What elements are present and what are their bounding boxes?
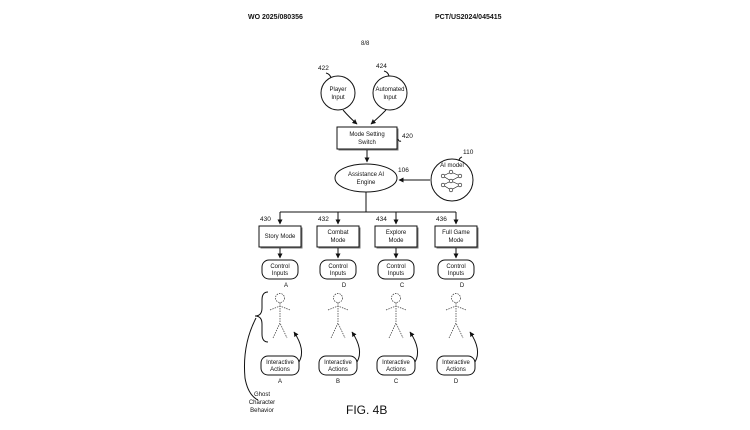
arrow-player-to-switch: [342, 109, 358, 125]
control-inputs-line2: Inputs: [448, 271, 464, 277]
engine-line1: Assistance AI: [348, 172, 384, 178]
control-inputs-line2: Inputs: [330, 271, 346, 277]
figure-label: FIG. 4B: [346, 403, 387, 417]
ghost-character-figure: [269, 293, 291, 339]
mode-ref: 430: [260, 216, 271, 223]
ai-model-node: AI model 110: [430, 149, 474, 202]
automated-input-leader: [383, 70, 390, 77]
mode-name-line2: Mode: [330, 238, 346, 244]
control-inputs-line2: Inputs: [272, 271, 288, 277]
publication-number: WO 2025/080356: [248, 14, 303, 21]
ai-model-ref: 110: [463, 149, 474, 156]
mode-name-line1: Full Game: [442, 230, 470, 236]
mode-box: [258, 225, 302, 248]
interactive-actions-box: [436, 355, 476, 376]
sheet-number: 8/8: [361, 41, 370, 47]
ai-model-leader: [458, 156, 463, 162]
control-inputs-letter: D: [460, 283, 465, 289]
switch-ref: 420: [402, 133, 413, 140]
ai-model-label: AI model: [440, 163, 464, 169]
engine-ref: 106: [398, 167, 409, 174]
mode-setting-switch-node: Mode Setting Switch 420: [336, 126, 413, 151]
interactive-actions-letter: B: [336, 379, 340, 385]
interactive-actions-line1: Interactive: [382, 360, 410, 366]
neural-network-icon: [440, 169, 463, 193]
arrow-actions-to-figure: [351, 331, 361, 363]
control-inputs-line1: Control: [270, 264, 289, 270]
automated-input-line2: Input: [383, 95, 397, 101]
player-input-node: Player Input 422: [318, 65, 356, 111]
mode-ref: 436: [436, 216, 447, 223]
control-inputs-line2: Inputs: [388, 271, 404, 277]
ghost-character-figure: [385, 293, 407, 339]
mode-box: [316, 225, 360, 248]
interactive-actions-line1: Interactive: [442, 360, 470, 366]
engine-line2: Engine: [357, 180, 376, 186]
control-inputs-letter: A: [284, 283, 288, 289]
control-inputs-box: [319, 259, 357, 280]
interactive-actions-line2: Actions: [386, 367, 406, 373]
ghost-leader: [244, 317, 259, 401]
control-inputs-box: [437, 259, 475, 280]
application-number: PCT/US2024/045415: [435, 14, 502, 21]
interactive-actions-box: [376, 355, 416, 376]
interactive-actions-box: [260, 355, 300, 376]
interactive-actions-letter: A: [278, 379, 282, 385]
player-input-ref: 422: [318, 65, 329, 72]
interactive-actions-line2: Actions: [270, 367, 290, 373]
switch-leader: [397, 138, 402, 142]
control-inputs-line1: Control: [328, 264, 347, 270]
mode-ref: 432: [318, 216, 329, 223]
arrow-automated-to-switch: [370, 109, 387, 125]
ghost-character-figure: [445, 293, 467, 339]
interactive-actions-line1: Interactive: [266, 360, 294, 366]
automated-input-node: Automated Input 424: [372, 63, 408, 111]
switch-line1: Mode Setting: [349, 132, 384, 138]
player-input-line1: Player: [329, 87, 346, 93]
control-inputs-box: [261, 259, 299, 280]
player-input-line2: Input: [331, 95, 345, 101]
automated-input-line1: Automated: [375, 87, 404, 93]
interactive-actions-line2: Actions: [328, 367, 348, 373]
arrow-actions-to-figure: [293, 331, 303, 363]
interactive-actions-letter: C: [394, 379, 399, 385]
interactive-actions-box: [318, 355, 358, 376]
switch-line2: Switch: [358, 140, 376, 146]
mode-name-line2: Mode: [388, 238, 404, 244]
control-inputs-box: [377, 259, 415, 280]
mode-name-line1: Combat: [327, 230, 348, 236]
ghost-line2: Character: [249, 400, 275, 406]
control-inputs-letter: D: [342, 283, 347, 289]
automated-input-ref: 424: [376, 63, 387, 70]
mode-box: [434, 225, 478, 248]
ghost-line3: Behavior: [250, 408, 274, 414]
control-inputs-line1: Control: [386, 264, 405, 270]
interactive-actions-letter: D: [454, 379, 459, 385]
mode-columns: Story Mode430ControlInputsAInteractiveAc…: [258, 212, 479, 385]
mode-name-line1: Story Mode: [265, 234, 296, 240]
arrow-actions-to-figure: [409, 331, 419, 363]
distribution-lines: [280, 192, 456, 213]
mode-ref: 434: [376, 216, 387, 223]
mode-name-line2: Mode: [448, 238, 464, 244]
ghost-character-bracket: Ghost Character Behavior: [244, 291, 275, 414]
control-inputs-line1: Control: [446, 264, 465, 270]
ghost-character-figure: [327, 293, 349, 339]
mode-box: [374, 225, 418, 248]
interactive-actions-line2: Actions: [446, 367, 466, 373]
arrow-actions-to-figure: [469, 331, 479, 363]
ghost-line1: Ghost: [254, 392, 270, 398]
control-inputs-letter: C: [400, 283, 405, 289]
assistance-ai-engine-node: Assistance AI Engine 106: [334, 163, 409, 193]
mode-name-line1: Explore: [386, 230, 407, 236]
interactive-actions-line1: Interactive: [324, 360, 352, 366]
player-input-leader: [325, 72, 332, 79]
